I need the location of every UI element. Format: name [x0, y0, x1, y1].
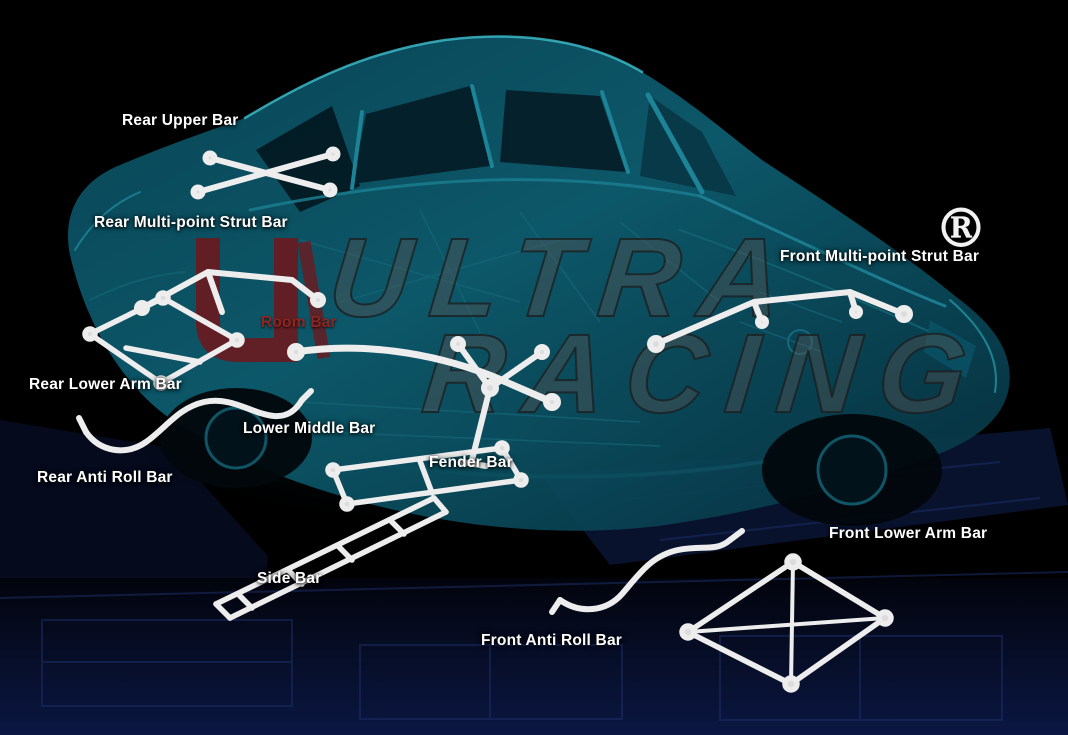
label-rear-upper-bar: Rear Upper Bar [122, 112, 239, 129]
label-lower-middle-bar: Lower Middle Bar [243, 420, 376, 437]
label-room-bar: Room Bar [261, 314, 337, 331]
wheel-arches [160, 388, 942, 526]
window-openings [256, 86, 736, 212]
rear-anti-roll-bar-graphic [76, 388, 314, 454]
label-fender-bar: Fender Bar [429, 454, 513, 471]
side-bar-graphic [213, 495, 449, 621]
label-rear-lower-arm-bar: Rear Lower Arm Bar [29, 376, 182, 393]
front-anti-roll-bar-graphic [549, 528, 745, 615]
frame-lines-upper [243, 35, 705, 212]
label-front-lower-arm-bar: Front Lower Arm Bar [829, 525, 988, 542]
label-rear-multi-point-strut-bar: Rear Multi-point Strut Bar [94, 214, 288, 231]
lower-middle-bar-graphic [325, 440, 529, 512]
label-front-anti-roll-bar: Front Anti Roll Bar [481, 632, 622, 649]
front-lower-arm-bar-graphic [679, 553, 894, 693]
rear-upper-bar-graphic [190, 146, 341, 200]
registered-trademark-symbol: ® [934, 196, 988, 260]
label-side-bar: Side Bar [257, 570, 322, 587]
front-multi-point-strut-bar-graphic [647, 289, 913, 353]
label-rear-anti-roll-bar: Rear Anti Roll Bar [37, 469, 173, 486]
front-details [787, 320, 976, 378]
label-front-multi-point-strut-bar: Front Multi-point Strut Bar [780, 248, 980, 265]
fender-bar-graphic [450, 336, 550, 469]
room-bar-graphic [287, 343, 561, 411]
rear-lower-arm-bar-graphic [82, 290, 245, 391]
